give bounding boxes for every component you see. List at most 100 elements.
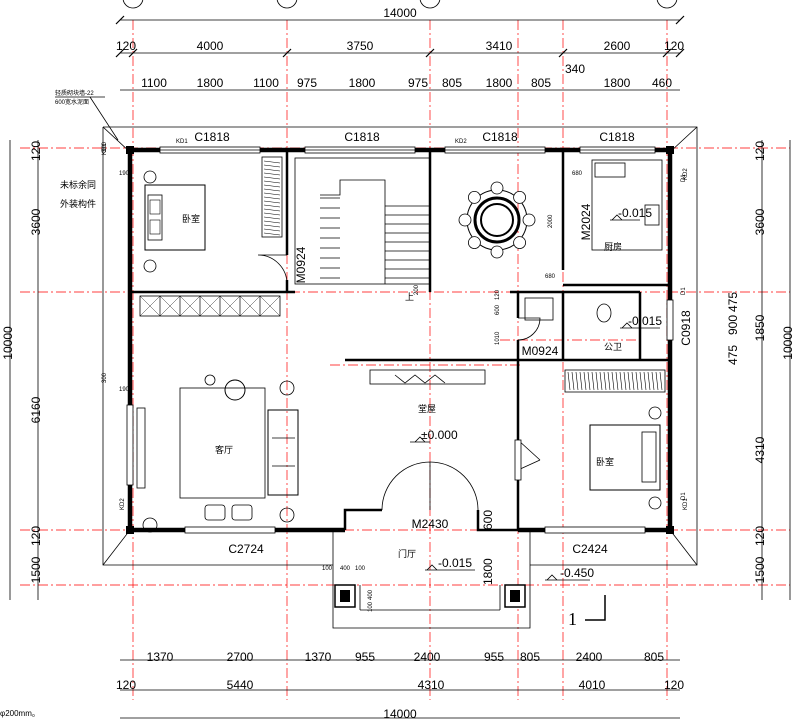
sofa-set: [136, 374, 299, 533]
bottom-dim-3: 1370: [305, 650, 332, 664]
misc-dim-400a: 400: [340, 566, 351, 572]
left-small-1: 300: [102, 141, 108, 152]
porch-columns: [334, 584, 526, 608]
top-dim2-5: 1800: [349, 76, 376, 90]
left-dim-4: 120: [29, 526, 43, 546]
tag-d1-b: D1: [681, 174, 687, 182]
right-dim-7: 4310: [753, 436, 767, 463]
top-dim2-11: 460: [652, 76, 672, 90]
window-tag-3: C1818: [482, 130, 518, 144]
top-dim-2: 4000: [197, 39, 224, 53]
right-dim-5: 475: [726, 345, 740, 365]
room-label-toilet: 公卫: [604, 342, 622, 353]
misc-dim-400b: 400: [368, 589, 374, 600]
stairs: 上: [294, 157, 431, 303]
left-small-4: 190: [119, 387, 130, 393]
left-overall-dim: 10000: [1, 326, 15, 360]
misc-dim-1010: 1010: [495, 331, 501, 345]
note-exterior-components: 外装构件: [60, 198, 96, 210]
right-dim-3: 475: [726, 292, 740, 312]
left-dimensions: 10000 120 3600 6160 120 1500 300 300 190…: [1, 140, 130, 600]
bottom-overall-dim: 14000: [383, 707, 417, 721]
left-small-2: 300: [102, 372, 108, 383]
element-tags: KD1 KD2 KD2 KD1 KD1 KD2 D1 D1 D1: [102, 139, 689, 510]
top-dim-extra: 340: [565, 62, 585, 76]
window-tag-5: C2724: [228, 542, 264, 556]
misc-dim-100b: 100: [355, 566, 366, 572]
bottom-dim-8: 2400: [576, 650, 603, 664]
top-dim2-1: 1100: [141, 76, 167, 90]
top-dim-5: 2600: [604, 39, 631, 53]
right-dim-1: 120: [753, 141, 767, 161]
misc-dim-600b: 600: [481, 510, 495, 530]
room-label-living: 客厅: [215, 444, 233, 456]
left-dim-3: 6160: [29, 396, 43, 423]
bottom-dim2-2: 5440: [227, 678, 254, 692]
room-label-porch: 门厅: [398, 548, 416, 560]
top-dim2-9: 805: [531, 76, 551, 90]
bottom-dim2-1: 120: [116, 678, 136, 692]
leader-note-2: 600宽水泥面: [55, 98, 89, 106]
window-tag-2: C1818: [344, 130, 380, 144]
axis-bubbles: [122, 0, 678, 9]
dining-table: [458, 181, 536, 259]
kitchen-dim-1: 680: [572, 171, 583, 177]
bottom-dim-6: 955: [484, 650, 504, 664]
top-dim-6: 120: [664, 39, 684, 53]
right-dim-6: 1850: [753, 314, 767, 341]
scale-note: φ200mm。: [0, 709, 40, 718]
level-kitchen: -0.015: [618, 206, 652, 220]
bottom-dim2-5: 120: [664, 678, 684, 692]
bottom-dim-9: 805: [644, 650, 664, 664]
left-dim-2: 3600: [29, 208, 43, 235]
top-dim-4: 3410: [486, 39, 513, 53]
bottom-dim2-4: 4010: [579, 678, 606, 692]
right-dim-2: 3600: [753, 208, 767, 235]
room-labels: 卧室 厨房 客厅 堂屋 公卫 卧室 门厅: [182, 213, 622, 560]
door-tag-1: M0924: [294, 246, 308, 283]
top-dim2-2: 1800: [197, 76, 224, 90]
left-small-3: 190: [119, 171, 130, 177]
bottom-dim-1: 1370: [147, 650, 174, 664]
window-tag-7: C0918: [679, 310, 693, 346]
section-mark-label: 1: [568, 609, 577, 629]
level-porch: -0.015: [438, 556, 472, 570]
kitchen-dim-3: 680: [545, 274, 556, 280]
room-label-bedroom-nw: 卧室: [182, 213, 200, 225]
window-tag-4: C1818: [599, 130, 635, 144]
misc-dim-120: 120: [495, 289, 501, 300]
room-label-bedroom-se: 卧室: [596, 456, 614, 468]
corner-posts: [126, 146, 674, 534]
misc-dimensions: 600 120 1010 200 600 1800 100 400 100 40…: [322, 284, 501, 612]
section-mark: 1: [568, 595, 606, 629]
misc-dim-600: 600: [495, 304, 501, 315]
top-dim2-10: 1800: [604, 76, 631, 90]
top-dim-1: 120: [116, 39, 136, 53]
room-label-hall: 堂屋: [418, 403, 436, 415]
tag-d1-a: D1: [681, 287, 687, 295]
right-dim-4: 900: [726, 315, 740, 335]
level-outside: -0.450: [560, 566, 594, 580]
misc-dim-200: 200: [414, 284, 420, 295]
misc-dim-1800: 1800: [481, 558, 495, 585]
room-label-kitchen: 厨房: [604, 241, 622, 253]
note-unlabeled-same: 未标余同: [60, 179, 96, 191]
tag-d1-c: D1: [681, 492, 687, 500]
tag-kd1-right: KD1: [683, 498, 689, 510]
bottom-dimensions: 1370 2700 1370 955 2400 955 805 2400 805…: [0, 650, 684, 721]
bed-se: [589, 424, 661, 491]
window-tag-1: C1818: [194, 130, 230, 144]
top-dim-3: 3750: [347, 39, 374, 53]
doors: M0924 M2024 M0924 M2430: [257, 203, 593, 531]
tag-kd2-right: KD2: [683, 168, 689, 180]
level-marks: ±0.000 -0.015 -0.015 -0.015 -0.450: [410, 206, 662, 581]
right-dimensions: 10000 120 3600 475 900 475 1850 4310 120…: [726, 140, 795, 600]
top-dim2-6: 975: [408, 76, 428, 90]
bottom-dim2-3: 4310: [418, 678, 445, 692]
top-dim2-4: 975: [297, 76, 317, 90]
bottom-dim-2: 2700: [227, 650, 254, 664]
level-hall: ±0.000: [421, 428, 458, 442]
level-toilet: -0.015: [628, 314, 662, 328]
windows: C1818 C1818 C1818 C1818 C2724 C2424 C091…: [126, 130, 693, 556]
